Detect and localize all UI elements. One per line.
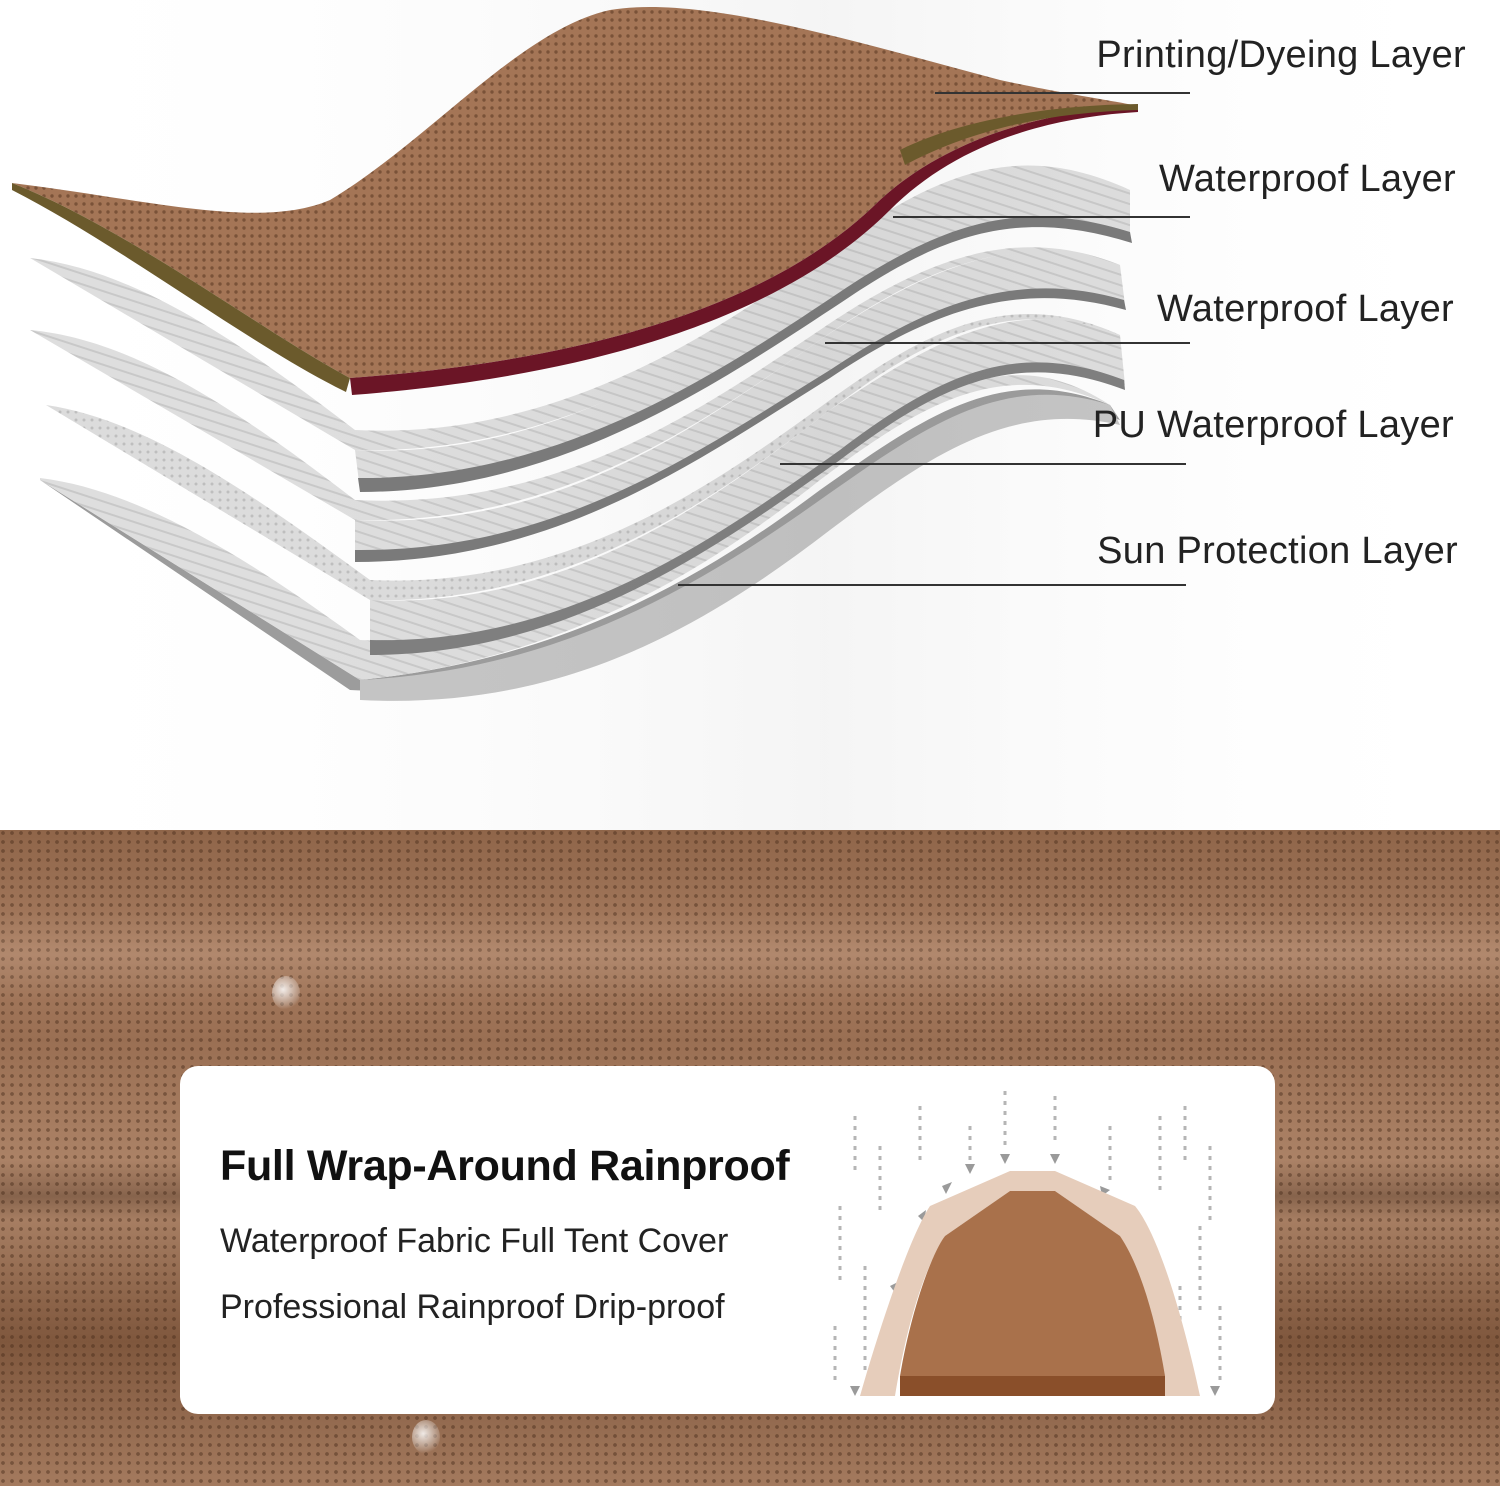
water-droplet-icon: [412, 1420, 440, 1454]
leader-line-4: [780, 463, 1186, 465]
leader-line-3: [825, 342, 1190, 344]
leader-line-5: [678, 584, 1186, 586]
feature-title: Full Wrap-Around Rainproof: [220, 1142, 790, 1190]
label-waterproof-2: Waterproof Layer: [1157, 288, 1454, 330]
label-printing-dyeing: Printing/Dyeing Layer: [1096, 34, 1466, 76]
label-waterproof-1: Waterproof Layer: [1159, 158, 1456, 200]
leader-line-2: [893, 216, 1190, 218]
label-sun-protection: Sun Protection Layer: [1097, 530, 1458, 572]
feature-line-1: Waterproof Fabric Full Tent Cover: [220, 1222, 729, 1260]
feature-card: Full Wrap-Around Rainproof Waterproof Fa…: [180, 1066, 1275, 1414]
leader-line-1: [935, 92, 1190, 94]
feature-line-2: Professional Rainproof Drip-proof: [220, 1288, 725, 1326]
layer-printing-dyeing: [12, 7, 1138, 395]
tent-rain-icon: [833, 1091, 1222, 1396]
layer-stack-illustration: [0, 0, 1500, 830]
layer-diagram: Printing/Dyeing Layer Waterproof Layer W…: [0, 0, 1500, 830]
water-droplet-icon: [272, 976, 300, 1010]
label-pu-waterproof: PU Waterproof Layer: [1092, 404, 1454, 446]
